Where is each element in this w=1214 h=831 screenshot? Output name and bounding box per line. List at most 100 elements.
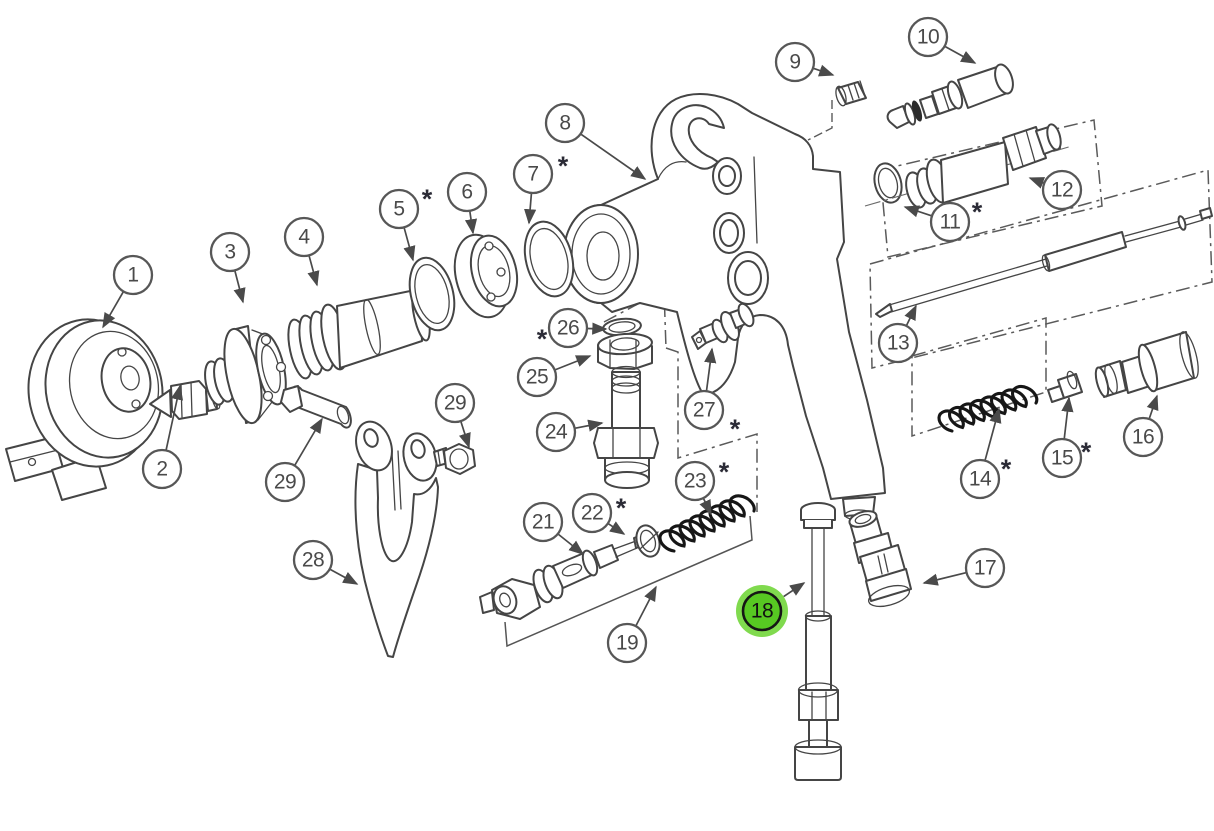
balloon-number: 29: [274, 471, 296, 494]
balloon-circle[interactable]: [434, 382, 476, 424]
balloon-number: 26: [557, 317, 579, 340]
leader-line: [557, 533, 585, 555]
balloon-circle[interactable]: [741, 590, 783, 632]
part-8-drawing: [563, 93, 886, 521]
part-12-drawing: [864, 123, 1073, 209]
leader-line: [293, 417, 323, 467]
callout-1[interactable]: 1: [102, 254, 154, 329]
balloon-number: 22: [581, 502, 603, 525]
asterisk-marker: *: [537, 324, 548, 354]
callout-19[interactable]: 19: [606, 585, 657, 664]
balloon-circle[interactable]: [264, 461, 306, 503]
part-24-drawing: [593, 365, 659, 489]
balloon-number: 23: [684, 470, 706, 493]
part-25-drawing: [597, 332, 653, 370]
balloon-circle[interactable]: [1122, 416, 1164, 458]
callout-16[interactable]: 16: [1122, 394, 1164, 458]
part-10-drawing: [886, 63, 1014, 129]
leader-line: [464, 210, 478, 235]
balloon-circle[interactable]: [141, 448, 183, 490]
asterisk-marker: *: [730, 414, 741, 444]
kit-box-13: [869, 169, 1213, 369]
leader-line: [903, 205, 933, 218]
balloon-number: 5: [393, 198, 404, 221]
kit-box-14-15: [911, 317, 1047, 438]
callout-7[interactable]: 7*: [512, 151, 569, 225]
callout-4[interactable]: 4: [283, 216, 325, 287]
balloon-number: 17: [974, 557, 996, 580]
balloon-circle[interactable]: [112, 254, 154, 296]
leader-line: [812, 64, 835, 77]
part-4-drawing: [287, 288, 431, 380]
balloon-number: 8: [559, 112, 570, 135]
callout-27[interactable]: 27*: [683, 347, 741, 444]
balloon-circle[interactable]: [547, 307, 589, 349]
balloon-circle[interactable]: [283, 216, 325, 258]
leader-line: [904, 304, 917, 327]
balloon-circle[interactable]: [544, 102, 586, 144]
balloon-circle[interactable]: [446, 171, 488, 213]
callout-2[interactable]: 2: [141, 384, 184, 490]
balloon-circle[interactable]: [378, 188, 420, 230]
callout-23[interactable]: 23*: [674, 457, 730, 516]
balloon-circle[interactable]: [774, 41, 816, 83]
leader-line: [1146, 394, 1159, 420]
leader-line: [574, 419, 604, 432]
callout-25[interactable]: 25: [516, 355, 592, 398]
balloon-circle[interactable]: [674, 460, 716, 502]
balloon-circle[interactable]: [512, 153, 554, 195]
balloon-number: 11: [940, 211, 961, 234]
callout-10[interactable]: 10: [907, 16, 977, 64]
balloon-number: 15: [1051, 447, 1073, 470]
callout-17[interactable]: 17: [922, 547, 1006, 589]
balloon-circle[interactable]: [292, 539, 334, 581]
callout-13[interactable]: 13: [877, 304, 919, 364]
asterisk-marker: *: [972, 197, 983, 227]
part-22-drawing: [635, 524, 661, 558]
callout-22[interactable]: 22 *: [571, 492, 627, 535]
callout-12[interactable]: 12: [1028, 169, 1083, 211]
leader-line: [944, 45, 977, 64]
balloon-number: 10: [917, 26, 939, 49]
balloon-circle[interactable]: [959, 458, 1001, 500]
balloon-circle[interactable]: [571, 492, 613, 534]
callout-15[interactable]: 15*: [1041, 396, 1092, 479]
callout-9[interactable]: 9: [774, 41, 835, 83]
part-5-drawing: [408, 256, 456, 332]
balloon-circle[interactable]: [535, 411, 577, 453]
callout-5[interactable]: 5*: [378, 184, 433, 262]
balloon-circle[interactable]: [606, 622, 648, 664]
balloon-circle[interactable]: [683, 389, 725, 431]
asterisk-marker: *: [616, 493, 627, 523]
callout-21[interactable]: 21: [522, 501, 585, 555]
callout-3[interactable]: 3: [209, 231, 251, 304]
balloon-circle[interactable]: [209, 231, 251, 273]
balloon-circle[interactable]: [877, 322, 919, 364]
balloon-number: 16: [1132, 426, 1154, 449]
balloon-circle[interactable]: [516, 356, 558, 398]
balloon-circle[interactable]: [522, 501, 564, 543]
callout-28[interactable]: 28: [292, 539, 359, 585]
callout-11[interactable]: 11 *: [903, 197, 983, 243]
part-23-drawing: [658, 494, 756, 553]
balloon-circle[interactable]: [964, 547, 1006, 589]
callout-8[interactable]: 8: [544, 102, 647, 180]
balloon-circle[interactable]: [907, 16, 949, 58]
callout-29-28[interactable]: 29: [434, 382, 476, 449]
part-7-drawing: [523, 220, 575, 298]
balloon-number: 28: [302, 549, 324, 572]
callout-18[interactable]: 18: [736, 582, 806, 637]
balloon-circle[interactable]: [1041, 169, 1083, 211]
leader-line: [1028, 177, 1046, 189]
callout-6[interactable]: 6: [446, 171, 488, 235]
callout-24[interactable]: 24: [535, 411, 604, 453]
callout-29-27[interactable]: 29: [264, 417, 323, 503]
balloon-circle[interactable]: [1041, 437, 1083, 479]
part-16-drawing: [1094, 331, 1199, 398]
callout-14[interactable]: 14*: [959, 407, 1012, 500]
balloon-number: 3: [224, 241, 235, 264]
balloon-number: 2: [156, 458, 167, 481]
callout-26[interactable]: 26 *: [537, 307, 608, 354]
balloon-circle[interactable]: [929, 201, 971, 243]
